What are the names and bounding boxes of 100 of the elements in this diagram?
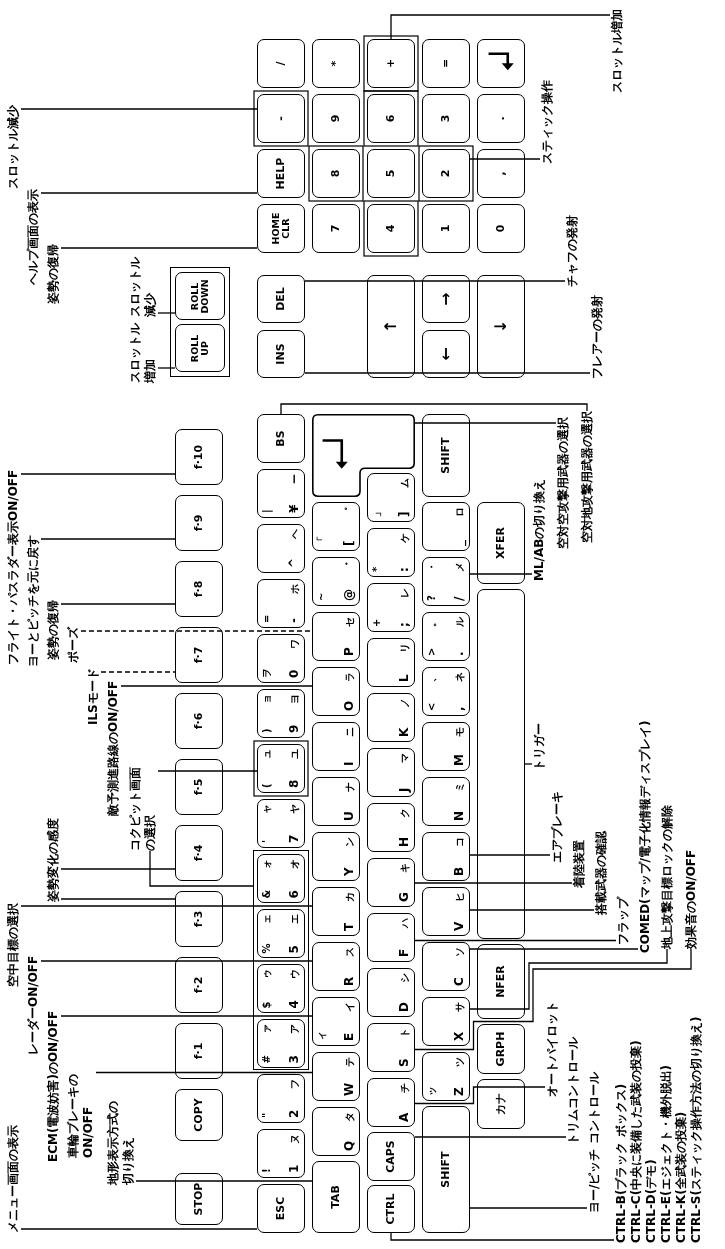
- key-label: ワ: [290, 639, 300, 649]
- callout-label: 姿勢変化の感度: [46, 818, 61, 902]
- key-label: /: [453, 596, 465, 601]
- key-label: ミ: [455, 782, 465, 792]
- key-label: 9: [330, 113, 342, 125]
- keyboard-key: [422, 997, 470, 1046]
- key-label: ツ: [455, 1057, 465, 1067]
- key-label: $: [261, 1001, 272, 1009]
- key-label: 7: [330, 223, 342, 235]
- keyboard-key: [257, 634, 305, 683]
- keyboard-key: [175, 891, 223, 947]
- key-label: f·6: [193, 711, 205, 732]
- key-label: 3: [287, 1055, 300, 1064]
- leader-line: [469, 948, 639, 950]
- keyboard-key: [422, 612, 470, 661]
- key-label: HOME CLR: [271, 211, 291, 247]
- keyboard-key: [257, 275, 305, 323]
- keyboard-key: [257, 1129, 305, 1178]
- key-label: NFER: [495, 964, 507, 1000]
- leader-line: [304, 280, 566, 282]
- key-label: -: [288, 618, 300, 623]
- keyboard-key: [312, 997, 360, 1046]
- keyboard-key: [477, 944, 525, 1019]
- leader-line: [469, 948, 668, 1010]
- keyboard-key: [367, 748, 415, 797]
- keyboard-key: [367, 528, 415, 577]
- keyboard-key: [257, 469, 305, 518]
- key-label: キ: [400, 863, 410, 873]
- keyboard-key: [477, 1024, 525, 1074]
- callout-label: ヨーとピッチを元に戻す: [26, 535, 41, 667]
- key-label: ': [262, 839, 272, 843]
- key-label: &: [261, 889, 272, 899]
- callout-label: CTRL-E(エジェクト・機外脱出): [659, 1063, 674, 1243]
- key-label: XFER: [495, 526, 507, 561]
- key-label: マ: [400, 753, 410, 763]
- key-label: 「: [317, 536, 327, 546]
- keyboard-key: [257, 524, 305, 573]
- callout-label: 搭載武器の確認: [594, 831, 609, 915]
- callout-label: 効果音のON/OFF: [684, 849, 699, 949]
- key-label: ャ: [262, 804, 272, 814]
- key-label: GRPH: [495, 1030, 507, 1069]
- keyboard-key: [257, 1074, 305, 1123]
- callout-label: 空対空攻撃用武器の選択: [556, 417, 571, 549]
- key-label: 4: [287, 1000, 300, 1009]
- key-label: 」: [372, 507, 382, 517]
- key-label: ユ: [290, 749, 300, 759]
- key-label: フ: [290, 1079, 300, 1089]
- key-label: (: [262, 783, 272, 788]
- key-label: ロ: [455, 507, 465, 517]
- key-label: セ: [345, 617, 355, 627]
- keyboard-key: [312, 1107, 360, 1156]
- keyboard-key: [422, 94, 470, 143]
- key-label: R: [343, 976, 355, 986]
- keyboard-key: [422, 722, 470, 771]
- keyboard-key: [312, 502, 360, 551]
- keyboard-key: [175, 759, 223, 815]
- key-label: STOP: [193, 1181, 205, 1218]
- leader-line: [60, 603, 176, 605]
- callout-label: メニュー画面の表示: [6, 1125, 21, 1233]
- key-label: テ: [345, 1057, 355, 1067]
- keyboard-key: [367, 275, 415, 378]
- key-label: オ: [289, 859, 300, 870]
- key-label: *: [330, 59, 342, 69]
- key-label: P: [343, 647, 355, 656]
- key-label: 9: [288, 724, 300, 733]
- key-label: G: [398, 892, 410, 902]
- keyboard-key: [175, 957, 223, 1013]
- key-label: =: [440, 57, 452, 71]
- keyboard-key: [312, 722, 360, 771]
- keyboard-key: [422, 414, 470, 497]
- keyboard-key: [367, 473, 415, 522]
- callout-label: ECM(電波妨害)のON/OFF: [46, 1010, 61, 1162]
- callout-label: コクピット画面の選択: [128, 761, 158, 851]
- keyboard-key: [175, 693, 223, 749]
- leader-line: [414, 939, 617, 942]
- key-label: 0: [495, 223, 507, 235]
- keyboard-key: [477, 1079, 525, 1129]
- key-label: /: [275, 60, 287, 68]
- keyboard-key: [422, 275, 470, 323]
- key-label: ": [262, 1112, 272, 1118]
- key-label: ト: [400, 1028, 410, 1038]
- callout-label: チャフの発射: [565, 215, 580, 287]
- key-group-frame: [170, 267, 230, 377]
- leader-line: [20, 473, 176, 475]
- callout-label: 空中目標の選択: [6, 903, 21, 987]
- keyboard-key: [422, 887, 470, 936]
- key-label: カ: [345, 892, 355, 902]
- leader-line: [40, 960, 313, 962]
- callout-label: フラップ: [616, 897, 631, 945]
- key-label: Q: [343, 1140, 355, 1151]
- space-bar: [477, 589, 525, 939]
- callout-label: ヘルプ画面の表示: [26, 189, 41, 285]
- leader-line: [60, 1015, 313, 1017]
- key-label: 5: [287, 945, 300, 954]
- key-label: *: [372, 566, 382, 572]
- key-label: -: [275, 115, 287, 123]
- key-label: H: [398, 836, 410, 847]
- key-label: ^: [288, 557, 300, 568]
- callout-label: 地形表示方式の切り換え: [106, 1095, 136, 1185]
- keyboard-key: [312, 942, 360, 991]
